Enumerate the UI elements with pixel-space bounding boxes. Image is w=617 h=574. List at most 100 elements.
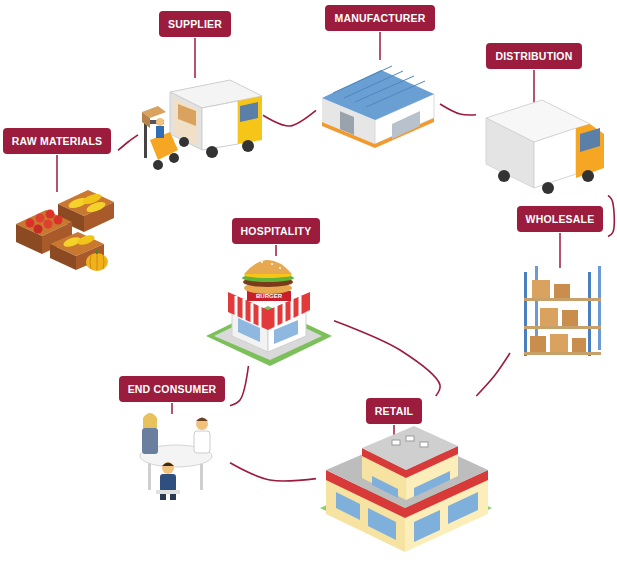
flow-connector (263, 110, 316, 126)
burger-restaurant-part (244, 260, 292, 274)
leader-line-part (379, 32, 381, 60)
warehouse-shelves-part (530, 336, 546, 352)
produce-crates-part (86, 253, 108, 271)
leader-line-part (559, 233, 561, 268)
warehouse-shelves-part (540, 308, 558, 326)
flow-connector (230, 463, 316, 481)
stage-label: HOSPITALITY (232, 218, 321, 244)
consumers-at-table-part (160, 474, 176, 492)
retail-store-part (414, 471, 450, 497)
warehouse-shelves-part (598, 266, 601, 350)
retail-store (320, 426, 492, 552)
stage-node: SUPPLIER (138, 8, 263, 173)
factory-building (322, 66, 434, 148)
burger-restaurant-part (261, 261, 263, 263)
leader-line-part (171, 403, 173, 414)
flow-connector (608, 195, 614, 236)
stage-label: WHOLESALE (517, 206, 604, 232)
warehouse-shelves-part (532, 280, 550, 298)
warehouse-shelves-part (524, 298, 601, 301)
retail-store-part (336, 492, 360, 520)
warehouse-shelves-part (524, 272, 527, 356)
warehouse-shelves-part (554, 284, 570, 298)
produce-crates-part (26, 219, 35, 228)
stage-node: HOSPITALITY (200, 216, 334, 366)
supplier-truck-part (156, 118, 164, 126)
leader-line-part (275, 245, 277, 256)
produce-crates-part (90, 254, 104, 270)
leader-line-part (194, 38, 196, 78)
warehouse-shelves (524, 266, 601, 356)
leader-line (57, 32, 560, 436)
burger-restaurant (206, 260, 332, 366)
burger-restaurant-part (228, 292, 310, 330)
delivery-truck-part (486, 118, 534, 188)
flow-connector (440, 104, 476, 115)
warehouse-shelves-part (588, 272, 591, 356)
retail-store-part (414, 510, 440, 542)
consumers-at-table-part (142, 428, 158, 454)
produce-crates-part (54, 216, 63, 225)
retail-store-part (406, 436, 414, 441)
consumers-at-table-part (143, 413, 157, 428)
produce-crates-part (44, 220, 53, 229)
produce-crates-part (34, 225, 43, 234)
consumers-at-table (140, 413, 212, 500)
retail-store-part (362, 426, 458, 470)
delivery-truck-part (498, 170, 510, 182)
supplier-truck-part (170, 92, 202, 150)
burger-restaurant-part (279, 267, 281, 269)
stage-node: MANUFACTURER (316, 3, 440, 143)
supplier-truck-part (156, 126, 164, 138)
produce-crates-part (76, 233, 96, 247)
warehouse-shelves-part (572, 338, 586, 352)
sign-text: BURGER (256, 293, 282, 300)
burger-restaurant-part (271, 263, 273, 265)
consumers-at-table-part (162, 462, 174, 474)
delivery-truck-part (582, 170, 594, 182)
stage-node: DISTRIBUTION (476, 40, 608, 196)
stage-label: RETAIL (366, 398, 422, 424)
warehouse-shelves-part (524, 352, 601, 355)
flow-connector (230, 366, 248, 406)
stage-label: SUPPLIER (159, 11, 231, 37)
stage-node: RETAIL (316, 396, 494, 556)
stage-label: RAW MATERIALS (3, 128, 111, 154)
supplier-truck-part (240, 102, 258, 122)
flow-connector (476, 353, 510, 396)
delivery-truck-part (534, 128, 576, 188)
supplier-truck (142, 80, 262, 170)
supplier-truck-part (142, 112, 150, 128)
stage-label: DISTRIBUTION (486, 43, 581, 69)
stage-label: MANUFACTURER (325, 5, 434, 31)
consumers-at-table-part (194, 431, 210, 453)
retail-store-part (368, 508, 396, 540)
supplier-truck-part (179, 137, 189, 147)
retail-store-part (392, 440, 400, 445)
stage-node: RAW MATERIALS (3, 126, 118, 272)
consumers-at-table-part (156, 490, 180, 494)
stage-node: END CONSUMER (116, 374, 230, 502)
flow-connector (118, 135, 138, 151)
consumers-at-table-part (162, 463, 174, 467)
supplier-truck-part (178, 104, 196, 126)
supplier-truck-part (242, 140, 254, 152)
supplier-truck-part (202, 101, 238, 150)
supplier-truck-part (238, 96, 262, 144)
supplier-truck-part (206, 146, 218, 158)
supplier-truck-part (153, 160, 163, 170)
delivery-truck-part (580, 128, 600, 152)
produce-crates (16, 190, 114, 271)
flow-connector (334, 321, 440, 396)
retail-store-part (372, 476, 398, 498)
produce-crates-part (16, 224, 42, 254)
delivery-truck-part (542, 182, 554, 194)
factory-building-part (333, 66, 425, 107)
produce-crates-part (46, 210, 55, 219)
warehouse-shelves-part (524, 326, 601, 329)
consumers-at-table-part (196, 418, 208, 430)
produce-crates-part (36, 214, 45, 223)
produce-crates-part (50, 244, 76, 270)
